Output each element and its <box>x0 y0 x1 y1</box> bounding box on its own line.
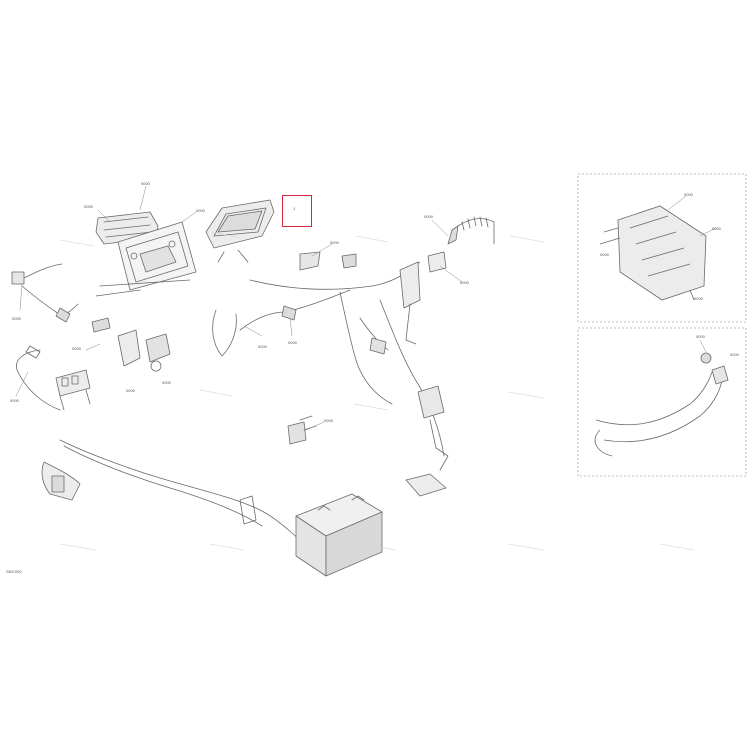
battery-part[interactable] <box>295 493 383 577</box>
main-harness-part[interactable] <box>212 251 449 497</box>
part-number-label: 0000 <box>72 346 81 351</box>
part-number-label: 0000 <box>258 344 267 349</box>
part-number-label: 0000 <box>330 240 339 245</box>
part-number-label: 0000 <box>141 181 150 186</box>
part-number-label: 0000 <box>162 380 171 385</box>
part-number-label: 0000 <box>196 208 205 213</box>
part-number-label: 0000 <box>126 388 135 393</box>
part-number-label: 0000 <box>684 192 693 197</box>
part-number-label: 0000 <box>10 398 19 403</box>
part-number-label: 0000 <box>12 316 21 321</box>
part-number-label: 0000 <box>600 252 609 257</box>
leader-lines <box>15 185 717 431</box>
harness-inset-part[interactable] <box>594 352 729 457</box>
sensor-part[interactable] <box>287 415 317 445</box>
coiled-cable-part[interactable] <box>427 216 495 273</box>
switch-cluster-part[interactable] <box>55 369 91 411</box>
part-number-label: 0000 <box>288 340 297 345</box>
part-number-label: 0000 <box>730 352 739 357</box>
highlight-callout-number: 1 <box>293 206 296 211</box>
part-number-label: 0000 <box>712 226 721 231</box>
part-number-label: 0000 <box>694 296 703 301</box>
drawing-code: SMC000 <box>6 569 22 574</box>
part-number-label: 0000 <box>460 280 469 285</box>
part-number-label: 0000 <box>324 418 333 423</box>
inset-frame-lower <box>577 327 747 477</box>
watermark-marks <box>59 231 695 551</box>
lower-harness-part[interactable] <box>41 439 321 561</box>
part-number-label: 0000 <box>696 334 705 339</box>
part-number-label: 0000 <box>424 214 433 219</box>
part-number-label: 0000 <box>84 204 93 209</box>
fuse-box-inset-part[interactable] <box>599 205 707 301</box>
relay-bracket-part[interactable] <box>91 279 191 372</box>
inset-frame-upper <box>577 173 747 323</box>
switch-panel-part[interactable] <box>95 211 197 291</box>
instrument-cluster-part[interactable] <box>205 199 275 263</box>
left-harness-part[interactable] <box>11 263 79 411</box>
highlight-callout-box[interactable]: 1 <box>282 195 312 227</box>
